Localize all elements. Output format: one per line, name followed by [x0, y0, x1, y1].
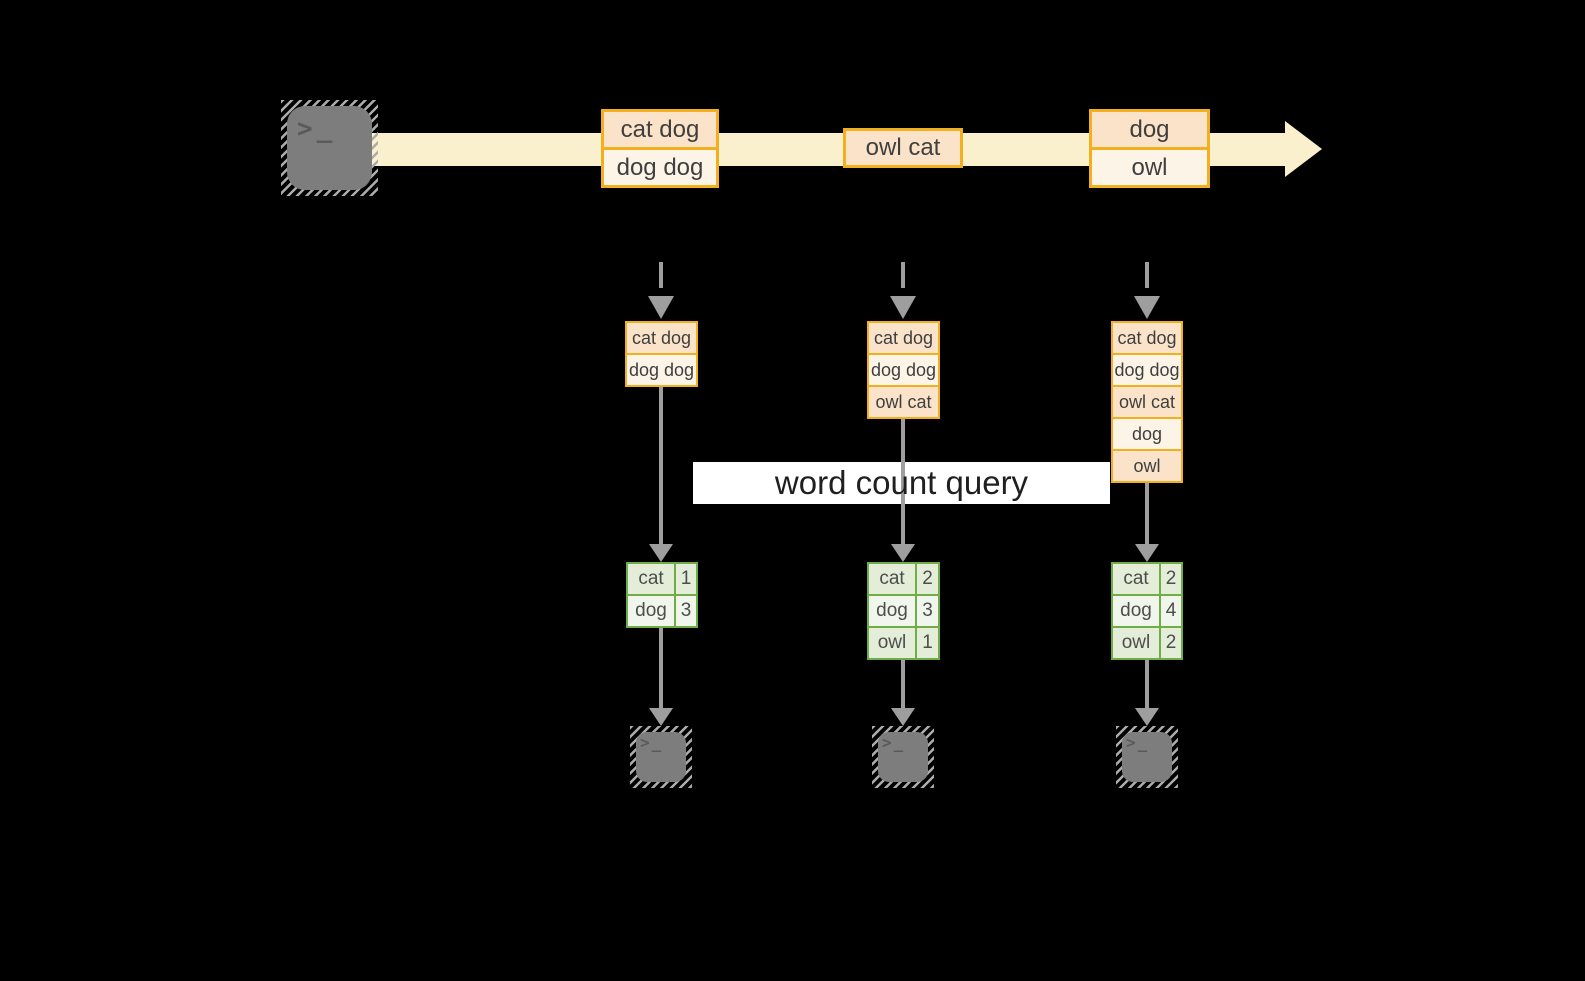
event-line: owl cat [846, 131, 960, 165]
dashed-arrow [1145, 262, 1149, 288]
count-cell: 1 [922, 632, 933, 653]
count-row: cat 2 [869, 564, 938, 594]
stream-event-box: owl cat [843, 128, 963, 168]
count-cell: 1 [680, 568, 692, 589]
word-cell: cat [1113, 564, 1161, 594]
prompt-glyph: >_ [297, 114, 337, 144]
buffer-stack: cat dog dog dog [625, 321, 698, 387]
output-terminal-icon: >_ [872, 726, 934, 788]
count-row: owl 1 [869, 626, 938, 658]
buffer-cell: cat dog [627, 323, 696, 353]
source-terminal-icon: >_ [281, 100, 378, 196]
buffer-cell: owl cat [1113, 385, 1181, 417]
dashed-arrow [901, 262, 905, 288]
down-arrowhead-icon [1135, 708, 1159, 726]
buffer-cell: dog dog [1113, 353, 1181, 385]
stream-event-box: dog owl [1089, 109, 1210, 188]
event-line: owl [1092, 147, 1207, 185]
terminal-screen [636, 732, 686, 782]
down-arrow [659, 628, 663, 708]
down-arrowhead-icon [891, 708, 915, 726]
buffer-cell: dog [1113, 417, 1181, 449]
count-table: cat 1 dog 3 [626, 562, 698, 628]
count-cell: 2 [922, 568, 933, 589]
dashed-arrowhead-icon [1134, 296, 1160, 319]
output-terminal-icon: >_ [630, 726, 692, 788]
down-arrow [1145, 483, 1149, 544]
count-table: cat 2 dog 4 owl 2 [1111, 562, 1183, 660]
count-cell: 4 [1165, 600, 1177, 621]
down-arrow [659, 387, 663, 544]
terminal-screen [878, 732, 928, 782]
prompt-glyph: >_ [882, 733, 906, 752]
count-row: dog 3 [628, 594, 696, 626]
dashed-arrow [659, 262, 663, 288]
stream-arrowhead-icon [1285, 121, 1322, 177]
word-cell: owl [869, 628, 917, 658]
word-cell: dog [869, 596, 917, 626]
prompt-glyph: >_ [1126, 733, 1150, 752]
count-cell: 2 [1165, 632, 1177, 653]
buffer-stack: cat dog dog dog owl cat [867, 321, 940, 419]
count-row: dog 3 [869, 594, 938, 626]
down-arrowhead-icon [649, 544, 673, 562]
count-cell: 3 [922, 600, 933, 621]
down-arrowhead-icon [649, 708, 673, 726]
down-arrow [1145, 660, 1149, 708]
buffer-cell: dog dog [869, 353, 938, 385]
buffer-cell: cat dog [869, 323, 938, 353]
down-arrowhead-icon [1135, 544, 1159, 562]
count-row: dog 4 [1113, 594, 1181, 626]
down-arrowhead-icon [891, 544, 915, 562]
count-row: cat 2 [1113, 564, 1181, 594]
query-label: word count query [774, 464, 1029, 501]
terminal-screen [287, 106, 372, 190]
buffer-stack: cat dog dog dog owl cat dog owl [1111, 321, 1183, 483]
dashed-arrowhead-icon [890, 296, 916, 319]
event-line: dog [1092, 112, 1207, 147]
prompt-glyph: >_ [640, 733, 664, 752]
stream-event-box: cat dog dog dog [601, 109, 719, 188]
word-cell: dog [1113, 596, 1161, 626]
word-cell: dog [628, 596, 676, 626]
count-table: cat 2 dog 3 owl 1 [867, 562, 940, 660]
event-line: dog dog [604, 147, 716, 185]
buffer-cell: owl cat [869, 385, 938, 417]
down-arrow [901, 419, 905, 544]
event-line: cat dog [604, 112, 716, 147]
buffer-cell: dog dog [627, 353, 696, 385]
count-row: cat 1 [628, 564, 696, 594]
buffer-cell: owl [1113, 449, 1181, 481]
word-cell: owl [1113, 628, 1161, 658]
count-cell: 2 [1165, 568, 1177, 589]
terminal-screen [1122, 732, 1172, 782]
buffer-cell: cat dog [1113, 323, 1181, 353]
dashed-arrowhead-icon [648, 296, 674, 319]
word-cell: cat [628, 564, 676, 594]
down-arrow [901, 660, 905, 708]
count-row: owl 2 [1113, 626, 1181, 658]
output-terminal-icon: >_ [1116, 726, 1178, 788]
count-cell: 3 [680, 600, 692, 621]
word-cell: cat [869, 564, 917, 594]
